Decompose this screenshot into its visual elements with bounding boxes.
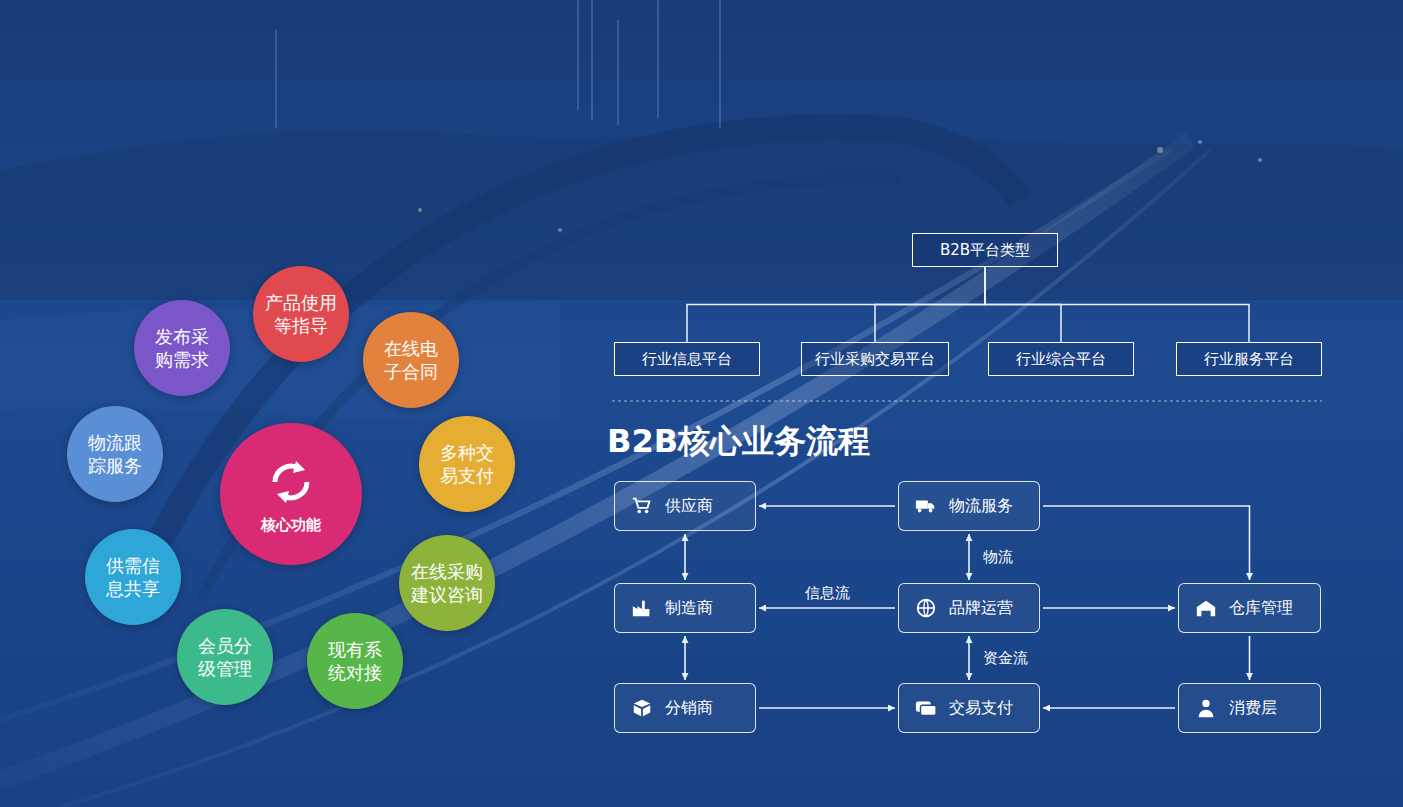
- svg-circle: [645, 510, 649, 514]
- process-box: 物流服务: [898, 481, 1040, 531]
- svg-rect: [916, 501, 928, 509]
- node-text: B2B平台类型: [940, 241, 1030, 260]
- node-text: 消费层: [1229, 698, 1277, 719]
- feature-circle: 在线电子合同: [363, 312, 459, 408]
- svg-path: [918, 600, 935, 617]
- svg-circle: [918, 600, 935, 617]
- edge-label: 物流: [983, 548, 1013, 567]
- node-text: 现有系统对接: [326, 638, 384, 685]
- edge-label: 信息流: [805, 584, 850, 603]
- node-icon: [915, 597, 937, 619]
- feature-circle: 多种交易支付: [419, 416, 515, 512]
- node-text: 行业服务平台: [1204, 350, 1294, 369]
- flow-arrow: [1043, 707, 1175, 709]
- flow-arrow: [1043, 506, 1250, 580]
- svg-path: [928, 503, 934, 509]
- node-text: 品牌运营: [949, 598, 1013, 619]
- svg-path: [634, 700, 651, 707]
- node-text: 行业采购交易平台: [815, 350, 935, 369]
- flow-arrow: [968, 534, 970, 580]
- category-box: 行业采购交易平台: [801, 342, 949, 376]
- feature-circle: 物流跟踪服务: [67, 406, 163, 502]
- flow-arrow: [968, 636, 970, 680]
- process-box: 制造商: [614, 583, 756, 633]
- flow-arrow: [759, 707, 895, 709]
- node-icon: [1195, 697, 1217, 719]
- node-icon: [631, 597, 653, 619]
- tree-line: [985, 267, 1249, 342]
- feature-circle: 供需信息共享: [85, 529, 181, 625]
- flow-arrow: [759, 505, 895, 507]
- feature-circle: 在线采购建议咨询: [399, 535, 495, 631]
- svg-path: [1199, 710, 1214, 717]
- feature-circle: 现有系统对接: [307, 613, 403, 709]
- svg-path: [1197, 601, 1215, 617]
- category-box: B2B平台类型: [912, 233, 1058, 267]
- node-text: 仓库管理: [1229, 598, 1293, 619]
- cycle-icon: [261, 452, 321, 512]
- node-icon: [631, 495, 653, 517]
- process-box: 供应商: [614, 481, 756, 531]
- node-text: 核心功能: [261, 516, 321, 536]
- svg-path: [277, 491, 289, 503]
- flow-arrow: [1043, 607, 1175, 609]
- svg-path: [634, 705, 651, 716]
- node-text: 制造商: [665, 598, 713, 619]
- svg-circle: [637, 510, 641, 514]
- section-title: B2B核心业务流程: [607, 420, 870, 464]
- svg-rect: [921, 705, 937, 715]
- feature-circle: 发布采购需求: [134, 300, 230, 396]
- node-text: 交易支付: [949, 698, 1013, 719]
- edge-label: 资金流: [983, 649, 1028, 668]
- node-text: 供应商: [665, 496, 713, 517]
- category-box: 行业服务平台: [1176, 342, 1322, 376]
- node-text: 在线采购建议咨询: [409, 560, 485, 607]
- svg-path: [633, 499, 650, 508]
- separator-dashed: [612, 401, 1322, 402]
- node-text: 在线电子合同: [382, 337, 440, 384]
- svg-circle: [1202, 700, 1209, 707]
- flow-arrow: [1249, 636, 1251, 680]
- node-text: 供需信息共享: [104, 554, 162, 601]
- category-box: 行业信息平台: [614, 342, 760, 376]
- svg-path: [293, 461, 305, 473]
- node-text: 分销商: [665, 698, 713, 719]
- process-box: 交易支付: [898, 683, 1040, 733]
- process-box: 仓库管理: [1178, 583, 1321, 633]
- feature-circle: 产品使用等指导: [253, 266, 349, 362]
- node-text: 会员分级管理: [196, 634, 254, 681]
- process-box: 分销商: [614, 683, 756, 733]
- core-circle: 核心功能: [220, 423, 362, 565]
- process-box: 品牌运营: [898, 583, 1040, 633]
- node-icon: [631, 697, 653, 719]
- flow-arrow: [684, 636, 686, 680]
- tree-line: [875, 267, 985, 342]
- node-icon: [915, 697, 937, 719]
- tree-line: [687, 267, 985, 342]
- node-icon: [915, 495, 937, 517]
- node-text: 物流跟踪服务: [86, 431, 144, 478]
- node-text: 发布采购需求: [153, 325, 211, 372]
- node-text: 物流服务: [949, 496, 1013, 517]
- svg-circle: [929, 509, 933, 513]
- svg-path: [633, 601, 650, 617]
- category-box: 行业综合平台: [988, 342, 1134, 376]
- flow-arrow: [684, 534, 686, 580]
- node-text: 行业综合平台: [1016, 350, 1106, 369]
- node-text: 行业信息平台: [642, 350, 732, 369]
- node-text: 产品使用等指导: [263, 291, 339, 338]
- feature-circle: 会员分级管理: [177, 609, 273, 705]
- node-icon: [1195, 597, 1217, 619]
- svg-circle: [918, 509, 922, 513]
- node-text: 多种交易支付: [438, 441, 496, 488]
- flow-arrow: [759, 607, 895, 609]
- process-box: 消费层: [1178, 683, 1321, 733]
